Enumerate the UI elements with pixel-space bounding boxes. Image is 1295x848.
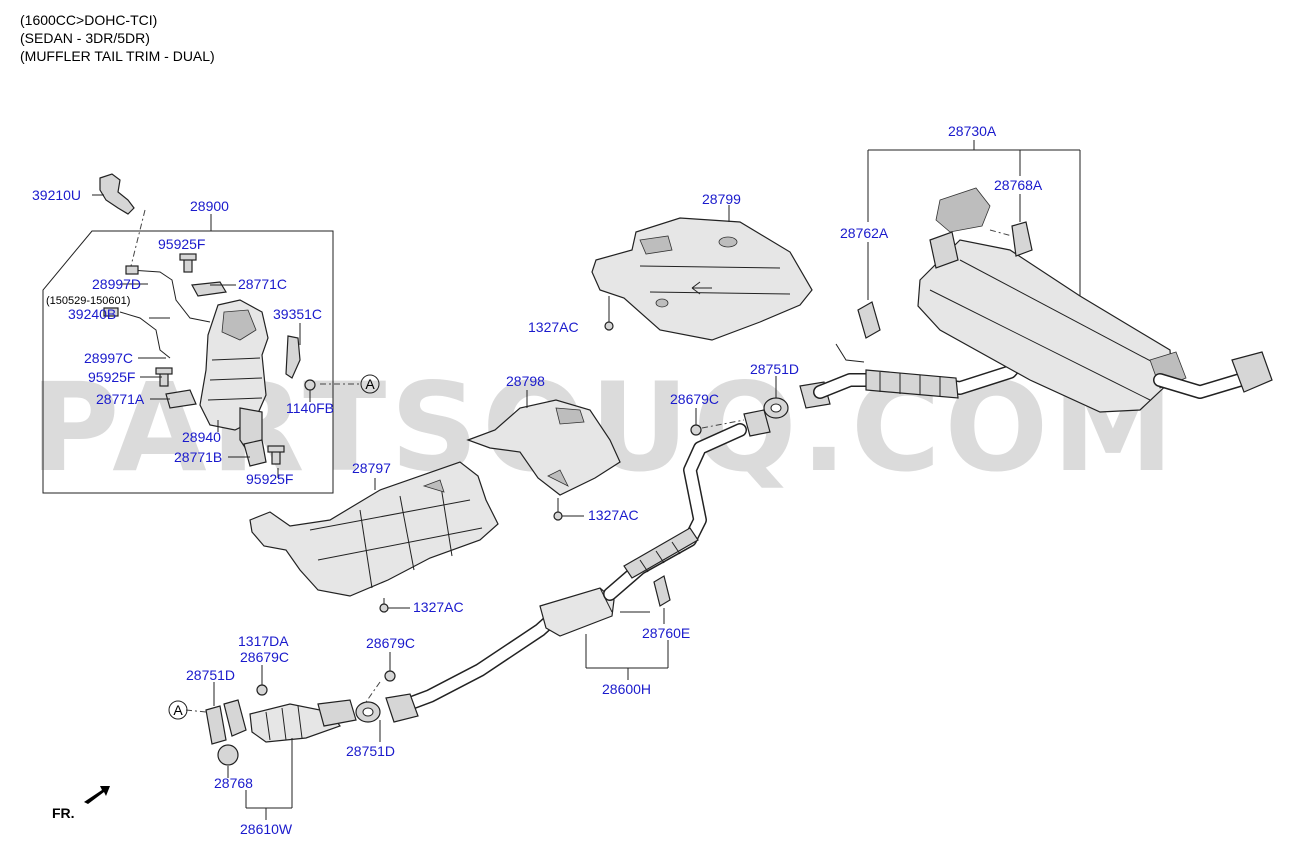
label-28997D[interactable]: 28997D — [92, 276, 141, 292]
label-28679C-front[interactable]: 28679C — [240, 649, 289, 665]
label-28751D-front[interactable]: 28751D — [186, 667, 235, 683]
label-1327AC-top[interactable]: 1327AC — [528, 319, 579, 335]
front-arrow-icon — [84, 786, 110, 804]
bracket-28771a[interactable] — [165, 389, 197, 409]
front-pipe-28610w[interactable] — [205, 699, 357, 766]
ref-marker-a-bottom-text: A — [173, 702, 183, 718]
hanger-28768a[interactable] — [1011, 221, 1033, 257]
label-28768A[interactable]: 28768A — [994, 177, 1043, 193]
bolt-95925f-top[interactable] — [179, 253, 197, 273]
label-28940[interactable]: 28940 — [182, 429, 221, 445]
nut-28679c-rear[interactable] — [690, 424, 702, 436]
header-trim: (MUFFLER TAIL TRIM - DUAL) — [20, 48, 215, 64]
heat-shield-28798[interactable] — [466, 399, 621, 496]
label-28997C[interactable]: 28997C — [84, 350, 133, 366]
header-body: (SEDAN - 3DR/5DR) — [20, 30, 150, 46]
oxygen-sensor-connector[interactable] — [92, 173, 135, 215]
rear-pipe-flex — [865, 369, 959, 399]
nut-28679c-front[interactable] — [256, 684, 268, 696]
label-28900[interactable]: 28900 — [190, 198, 229, 214]
label-28771B[interactable]: 28771B — [174, 449, 222, 465]
bracket-28771b[interactable] — [243, 439, 267, 467]
label-1317DA[interactable]: 1317DA — [238, 633, 289, 649]
muffler-tail-tip — [1231, 351, 1273, 393]
ref-marker-a-top — [360, 374, 380, 394]
label-28798[interactable]: 28798 — [506, 373, 545, 389]
label-28679C-center[interactable]: 28679C — [366, 635, 415, 651]
flex-section — [623, 527, 699, 579]
ref-marker-a-top-text: A — [365, 376, 375, 392]
label-date-range: (150529-150601) — [46, 295, 130, 307]
hanger-28762a[interactable] — [857, 301, 881, 339]
heat-shield-28797[interactable] — [249, 461, 499, 597]
nut-28679c-center[interactable] — [384, 670, 396, 682]
nut-1140fb[interactable] — [304, 379, 316, 391]
nut-1327ac-mid[interactable] — [553, 511, 563, 521]
front-direction-label: FR. — [52, 805, 75, 821]
ref-marker-a-bottom — [168, 700, 188, 720]
label-28679C-rear[interactable]: 28679C — [670, 391, 719, 407]
bolt-95925f-bottom[interactable] — [267, 445, 285, 465]
center-muffler[interactable] — [539, 587, 615, 637]
flange-center — [385, 693, 419, 723]
label-1327AC-bottom[interactable]: 1327AC — [413, 599, 464, 615]
label-1140FB[interactable]: 1140FB — [286, 400, 334, 416]
label-39351C[interactable]: 39351C — [273, 306, 322, 322]
label-28762A[interactable]: 28762A — [840, 225, 889, 241]
label-28610W[interactable]: 28610W — [240, 821, 293, 837]
label-28600H[interactable]: 28600H — [602, 681, 651, 697]
bolt-95925f-mid[interactable] — [155, 367, 173, 387]
nut-1327ac-bottom[interactable] — [379, 603, 389, 613]
label-28771A[interactable]: 28771A — [96, 391, 145, 407]
label-28797[interactable]: 28797 — [352, 460, 391, 476]
oxygen-sensor-39351c[interactable] — [285, 335, 301, 379]
label-28751D-rear[interactable]: 28751D — [750, 361, 799, 377]
gasket-28751d-lower[interactable] — [355, 701, 381, 723]
label-95925F-top[interactable]: 95925F — [158, 236, 205, 252]
heat-shield-28799[interactable] — [591, 217, 813, 341]
label-95925F-bottom[interactable]: 95925F — [246, 471, 293, 487]
nut-1327ac-top[interactable] — [604, 321, 614, 331]
label-1327AC-mid[interactable]: 1327AC — [588, 507, 639, 523]
bracket-28771c[interactable] — [191, 281, 227, 297]
label-39210U[interactable]: 39210U — [32, 187, 81, 203]
label-28730A[interactable]: 28730A — [948, 123, 997, 139]
label-28799[interactable]: 28799 — [702, 191, 741, 207]
header-engine: (1600CC>DOHC-TCI) — [20, 12, 157, 28]
label-39240B[interactable]: 39240B — [68, 306, 116, 322]
catalytic-converter-group-box — [42, 230, 334, 494]
hanger-28760e[interactable] — [653, 575, 671, 607]
label-28760E[interactable]: 28760E — [642, 625, 690, 641]
label-28771C[interactable]: 28771C — [238, 276, 287, 292]
gasket-28751d-upper[interactable] — [763, 397, 789, 419]
label-28751D-center[interactable]: 28751D — [346, 743, 395, 759]
label-95925F-mid[interactable]: 95925F — [88, 369, 135, 385]
label-28768[interactable]: 28768 — [214, 775, 253, 791]
